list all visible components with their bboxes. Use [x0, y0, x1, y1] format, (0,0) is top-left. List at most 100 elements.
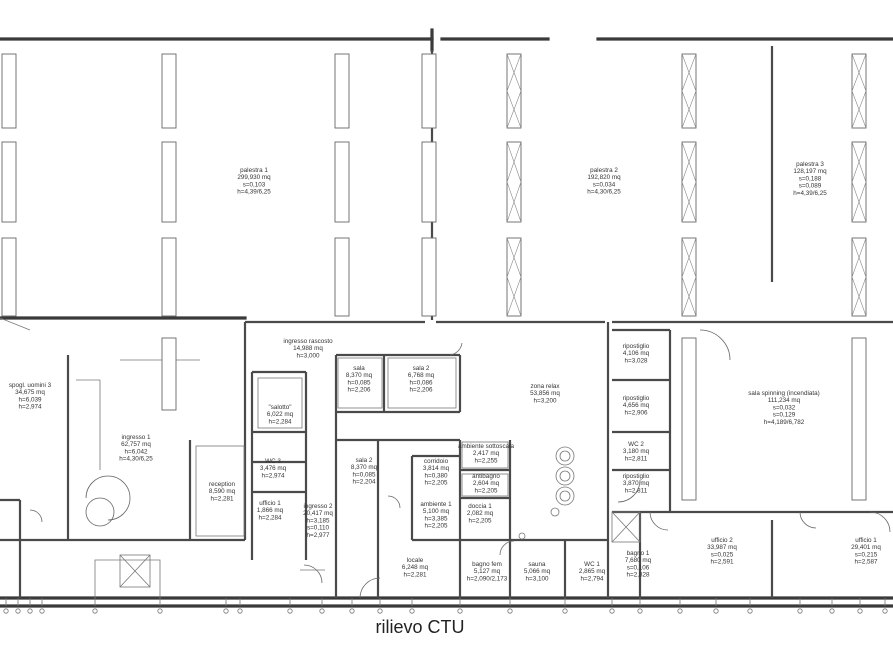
facade-mark — [287, 608, 293, 614]
facade-mark — [409, 608, 415, 614]
room-label-line: 62,757 mq — [121, 441, 151, 448]
pillar — [421, 53, 437, 129]
room-label-line: 34,675 mq — [15, 389, 45, 396]
room-label-line: ripostiglio — [623, 473, 650, 480]
pillar — [681, 337, 697, 501]
room-label-line: 53,856 mq — [530, 390, 560, 397]
pillar — [506, 141, 522, 223]
room-label-line: h=4,30/6,25 — [587, 189, 621, 196]
facade-mark — [829, 608, 835, 614]
room-label-line: antibagno — [472, 473, 500, 480]
room-label-line: bagno fem — [472, 561, 502, 568]
room-label-line: h=4,30/6,25 — [119, 456, 153, 463]
room-label-line: sala — [353, 365, 365, 372]
cross-pillar — [506, 237, 522, 317]
pillar — [334, 53, 350, 129]
room-label-line: h=2,591 — [711, 559, 734, 566]
room-label-line: s=0,110 — [307, 525, 330, 532]
room-label-line: 5,100 mq — [423, 508, 450, 515]
room-label-line: bagno 1 — [627, 550, 650, 557]
room-label-line: doccia 1 — [468, 503, 492, 510]
room-label-line: sala spinning (incendiata) — [748, 390, 819, 397]
pillar — [161, 53, 177, 129]
room-label-line: h=2,281 — [404, 571, 427, 578]
pillar — [334, 237, 350, 317]
room-label-line: h=2,828 — [627, 572, 650, 579]
room-label-line: 14,988 mq — [293, 345, 323, 352]
room-label-line: zona relax — [530, 383, 560, 390]
bottom-marks — [3, 598, 888, 614]
facade-mark — [92, 608, 98, 614]
room-label-line: 29,401 mq — [851, 544, 881, 551]
room-label-line: 1,866 mq — [257, 507, 284, 514]
cross-pillar — [851, 237, 867, 317]
pillar — [506, 237, 522, 317]
room-label-line: reception — [209, 481, 235, 488]
interior-walls — [0, 46, 893, 598]
pillars — [1, 53, 867, 501]
room-label-line: h=2,587 — [855, 559, 878, 566]
room-label-line: h=3,100 — [526, 575, 549, 582]
room-label-line: s=0,215 — [855, 551, 878, 558]
room-label-line: h=2,974 — [262, 472, 285, 479]
room-label-line: h=6,039 — [19, 396, 42, 403]
room-label-line: h=2,284 — [269, 418, 292, 425]
room-label-line: 6,248 mq — [402, 564, 429, 571]
room-label-line: h=0,380 — [425, 472, 448, 479]
pillar — [851, 337, 867, 501]
pillar — [161, 237, 177, 317]
facade-mark — [223, 608, 229, 614]
room-label-line: 3,180 mq — [623, 448, 650, 455]
room-label-line: h=3,200 — [534, 397, 557, 404]
room-label-line: 4,656 mq — [623, 402, 650, 409]
room-label-line: locale — [407, 557, 424, 564]
room-label-line: h=3,028 — [625, 357, 648, 364]
detail-lines — [0, 317, 641, 600]
room-label-line: "salotto" — [268, 404, 291, 411]
facade-mark — [637, 608, 643, 614]
facade-mark — [562, 608, 568, 614]
cross-pillar — [681, 53, 697, 129]
facade-mark — [747, 608, 753, 614]
room-label-line: ambiente sottoscala — [458, 443, 515, 450]
room-label-line: h=2,974 — [19, 404, 42, 411]
room-label-line: h=4,189/6,782 — [764, 419, 805, 426]
room-label-line: 2,082 mq — [467, 510, 494, 517]
room-label-line: ripostiglio — [623, 395, 650, 402]
pillar — [851, 53, 867, 129]
room-label-line: 33,987 mq — [707, 544, 737, 551]
facade-mark — [349, 608, 355, 614]
room-label-line: 8,370 mq — [346, 372, 373, 379]
pillar — [161, 141, 177, 223]
doors — [29, 329, 891, 599]
pillar — [334, 141, 350, 223]
pillar — [851, 237, 867, 317]
room-label-line: sala 2 — [356, 457, 373, 464]
room-label-line: ingresso 2 — [303, 503, 333, 510]
room-label-line: h=0,085 — [348, 379, 371, 386]
room-label-line: 2,865 mq — [579, 568, 606, 575]
room-label-line: 3,814 mq — [423, 465, 450, 472]
room-label-line: ingresso 1 — [121, 434, 151, 441]
pillar — [1, 237, 17, 317]
room-label-line: 192,820 mq — [587, 174, 621, 181]
room-label-line: WC 3 — [265, 458, 281, 465]
